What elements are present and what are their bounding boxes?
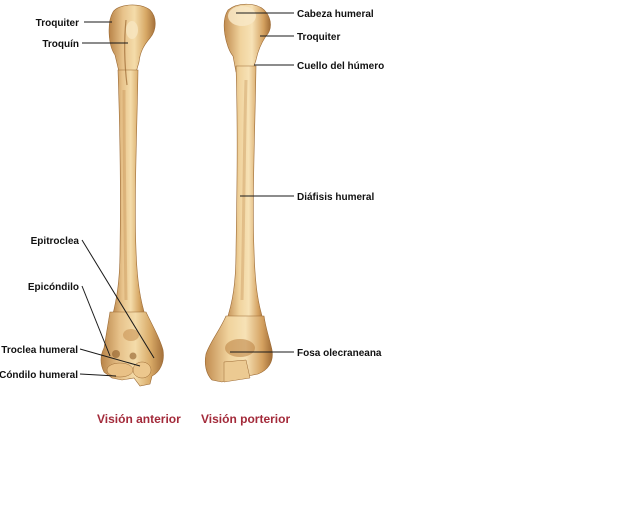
posterior-shaft-ridge bbox=[240, 79, 248, 301]
humerus-anterior bbox=[100, 4, 164, 387]
label-epitroclea: Epitroclea bbox=[31, 236, 80, 247]
posterior-labels: Cabeza humeral Troquiter Cuello del húme… bbox=[297, 9, 384, 359]
anterior-shaft bbox=[111, 69, 147, 319]
label-diafisis-humeral: Diáfisis humeral bbox=[297, 192, 374, 203]
anterior-trochlea-shadow-2 bbox=[129, 352, 137, 360]
leader-troclea bbox=[79, 348, 141, 367]
label-troquin: Troquín bbox=[42, 39, 79, 50]
anterior-tubercle-highlight bbox=[126, 21, 138, 39]
anterior-shaft-shadow bbox=[122, 89, 128, 301]
posterior-olecranon-fossa bbox=[225, 339, 255, 357]
label-troquiter-posterior: Troquiter bbox=[297, 32, 340, 43]
anterior-proximal-end bbox=[108, 4, 156, 77]
posterior-leaders bbox=[230, 12, 294, 353]
anterior-bicipital-groove bbox=[124, 19, 128, 86]
leader-condilo bbox=[79, 373, 117, 377]
caption-anterior: Visión anterior bbox=[97, 412, 181, 426]
humerus-posterior bbox=[204, 3, 273, 383]
anterior-labels: Troquiter Troquín Epitroclea Epicóndilo … bbox=[0, 18, 79, 381]
anterior-trochlea bbox=[106, 362, 134, 378]
label-cuello-humero: Cuello del húmero bbox=[297, 61, 384, 72]
posterior-head-highlight bbox=[228, 6, 256, 26]
leader-epitroclea bbox=[81, 239, 155, 359]
label-troclea-humeral: Troclea humeral bbox=[1, 345, 78, 356]
label-epicondilo: Epicóndilo bbox=[28, 282, 79, 293]
label-fosa-olecraneana: Fosa olecraneana bbox=[297, 348, 382, 359]
label-troquiter-anterior: Troquiter bbox=[36, 18, 79, 29]
label-condilo-humeral: Cóndilo humeral bbox=[0, 370, 78, 381]
leader-epicondilo bbox=[81, 285, 111, 357]
caption-posterior: Visión porterior bbox=[201, 412, 290, 426]
anterior-leaders bbox=[79, 21, 155, 377]
anterior-fossa bbox=[123, 329, 139, 341]
label-cabeza-humeral: Cabeza humeral bbox=[297, 9, 374, 20]
anterior-trochlea-shadow-1 bbox=[112, 350, 120, 358]
posterior-trochlea bbox=[223, 359, 251, 383]
